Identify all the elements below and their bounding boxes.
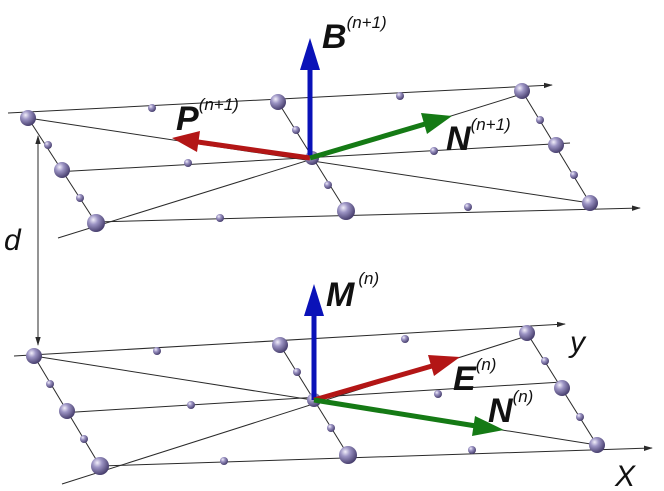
vector-E-head bbox=[428, 355, 460, 376]
vector-E-shaft bbox=[313, 363, 433, 403]
sphere-icon bbox=[434, 390, 442, 398]
labels: B(n+1) P(n+1) N(n+1) M(n) E(n) N(n) d y … bbox=[4, 13, 636, 491]
lower-line-back bbox=[13, 321, 566, 357]
sphere-icon bbox=[582, 195, 598, 211]
axis-label-y: y bbox=[568, 326, 587, 359]
vector-M-head bbox=[304, 284, 324, 316]
sphere-icon bbox=[536, 116, 544, 124]
sphere-icon bbox=[46, 380, 54, 388]
upper-line-front bbox=[94, 205, 641, 223]
lower-plane bbox=[13, 284, 653, 485]
vector-N-bot-shaft bbox=[313, 397, 477, 429]
sphere-icon bbox=[339, 446, 357, 464]
label-N-top: N(n+1) bbox=[446, 115, 511, 158]
label-N-bot: N(n) bbox=[488, 387, 533, 430]
label-P: P(n+1) bbox=[176, 95, 239, 138]
upper-plane-lines bbox=[7, 82, 641, 239]
sphere-icon bbox=[541, 357, 549, 365]
sphere-icon bbox=[76, 194, 84, 202]
sphere-icon bbox=[20, 110, 36, 126]
vector-B-head bbox=[300, 38, 320, 70]
label-E: E(n) bbox=[453, 355, 496, 398]
lower-diag-2 bbox=[61, 334, 531, 485]
sphere-icon bbox=[548, 137, 564, 153]
sphere-icon bbox=[220, 457, 228, 465]
sphere-icon bbox=[293, 368, 301, 376]
sphere-icon bbox=[148, 104, 156, 112]
sphere-icon bbox=[401, 335, 409, 343]
label-d: d bbox=[4, 224, 22, 257]
sphere-icon bbox=[80, 435, 88, 443]
lower-plane-spheres bbox=[26, 325, 605, 475]
sphere-icon bbox=[570, 171, 578, 179]
sphere-icon bbox=[589, 437, 605, 453]
sphere-icon bbox=[87, 214, 105, 232]
sphere-icon bbox=[292, 126, 300, 134]
label-M: M(n) bbox=[326, 269, 379, 314]
vector-P-head bbox=[172, 131, 200, 152]
sphere-icon bbox=[153, 347, 161, 355]
sphere-icon bbox=[91, 457, 109, 475]
upper-diag-2 bbox=[57, 92, 526, 239]
sphere-icon bbox=[187, 401, 195, 409]
sphere-icon bbox=[26, 348, 42, 364]
sphere-icon bbox=[216, 214, 224, 222]
vector-N-top-shaft bbox=[309, 121, 426, 161]
sphere-icon bbox=[59, 403, 75, 419]
sphere-icon bbox=[396, 92, 404, 100]
sphere-icon bbox=[464, 203, 472, 211]
sphere-icon bbox=[519, 325, 535, 341]
sphere-icon bbox=[576, 413, 584, 421]
sphere-icon bbox=[554, 380, 570, 396]
sphere-icon bbox=[430, 147, 438, 155]
sphere-icon bbox=[272, 337, 288, 353]
lower-line-front bbox=[99, 445, 653, 467]
sphere-icon bbox=[270, 94, 286, 110]
sphere-icon bbox=[327, 424, 335, 432]
sphere-icon bbox=[514, 83, 530, 99]
sphere-icon bbox=[44, 141, 52, 149]
vector-P-shaft bbox=[197, 139, 311, 161]
lower-vectors bbox=[304, 284, 504, 436]
upper-vectors bbox=[172, 38, 452, 161]
vector-N-top-head bbox=[421, 113, 452, 134]
sphere-icon bbox=[184, 159, 192, 167]
vector-N-bot-head bbox=[472, 416, 504, 436]
sphere-icon bbox=[54, 162, 70, 178]
sphere-icon bbox=[324, 181, 332, 189]
sphere-icon bbox=[468, 446, 476, 454]
label-B: B(n+1) bbox=[322, 13, 387, 56]
sphere-icon bbox=[337, 202, 355, 220]
upper-plane bbox=[7, 38, 641, 239]
axis-label-x: X bbox=[614, 460, 636, 491]
